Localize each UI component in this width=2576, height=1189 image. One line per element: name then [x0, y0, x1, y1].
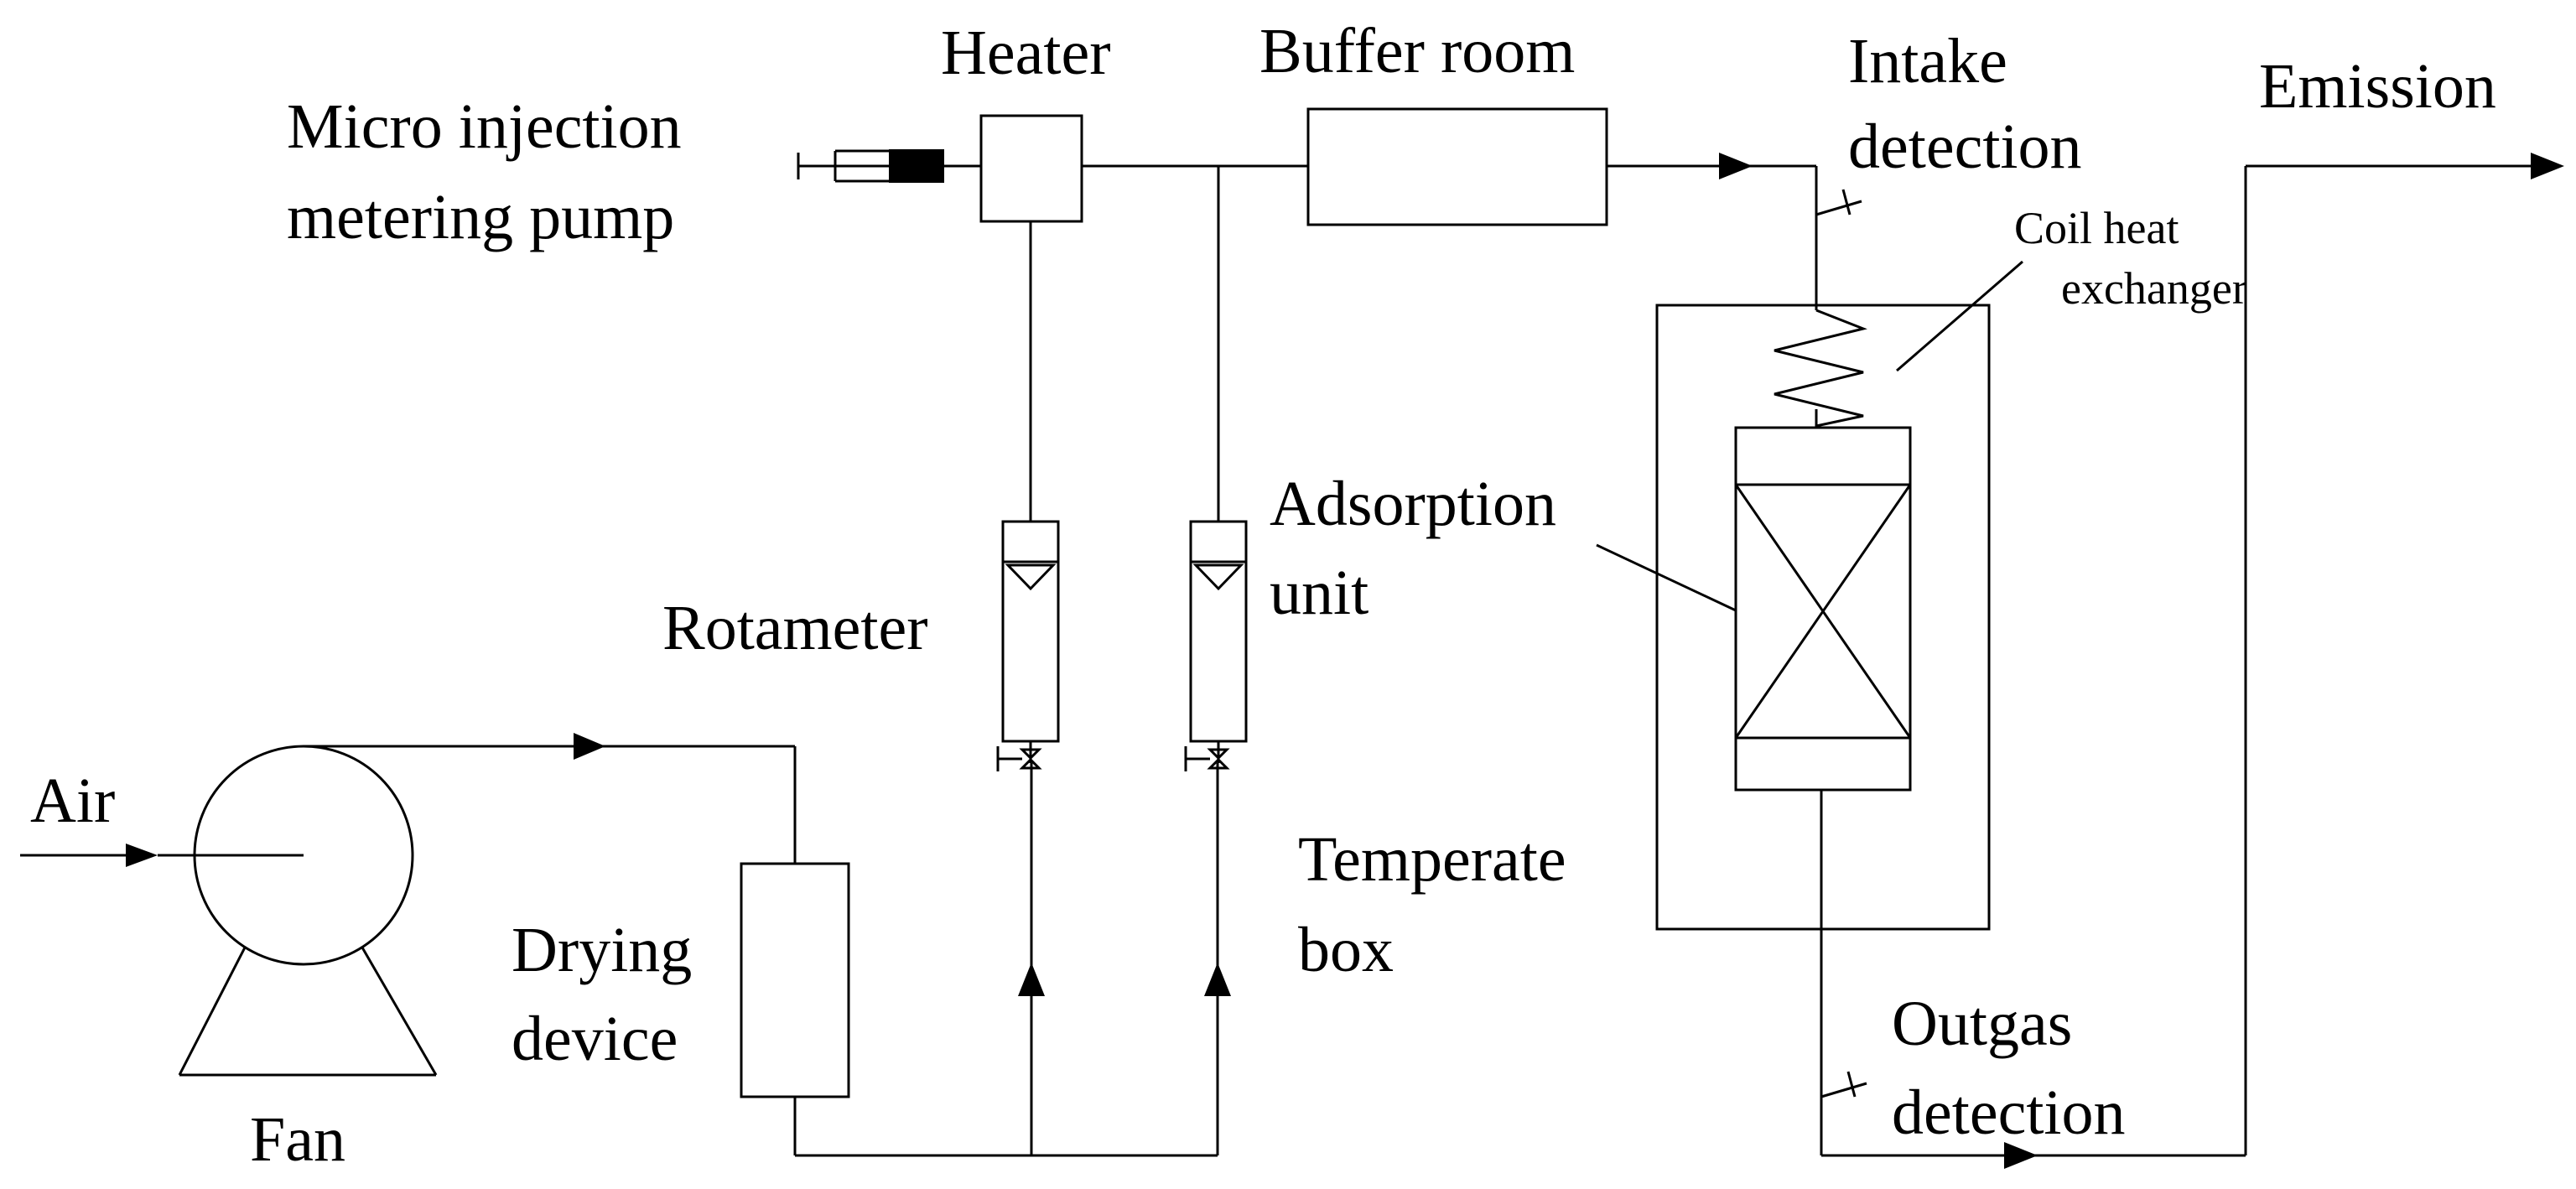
temperate-box [1655, 304, 1991, 931]
micro-injection-pump [797, 149, 981, 183]
rotameter-2 [1184, 520, 1248, 771]
dryer-to-rotameters-pipe [793, 763, 1231, 1157]
pump-label-line2: metering pump [287, 182, 674, 252]
outlet-arrow [2004, 1142, 2038, 1169]
buffer-outlet-arrow [1719, 153, 1753, 179]
emission-label: Emission [2259, 51, 2496, 122]
coil-heat-exchanger-label-line2: exchanger [2061, 263, 2247, 314]
outgas-detection-label-line2: detection [1892, 1077, 2126, 1148]
temperate-box-label-line1: Temperate [1298, 824, 1566, 895]
fan [178, 745, 438, 1077]
intake-detection-label-line1: Intake [1848, 26, 2007, 96]
rotameter-label: Rotameter [662, 593, 928, 663]
buffer-room-label: Buffer room [1259, 16, 1575, 86]
drying-device [740, 862, 850, 1098]
outlet-pipe [1820, 153, 2564, 1169]
air-label: Air [30, 766, 115, 836]
fan-outlet-arrow [574, 733, 605, 760]
fan-to-dryer-pipe [304, 733, 797, 864]
drying-device-label-line2: device [512, 1004, 678, 1074]
adsorption-unit [1734, 426, 1912, 792]
syringe-barrel [889, 149, 944, 183]
fan-label: Fan [250, 1104, 345, 1175]
main-supply-pipe [1082, 153, 1818, 310]
outgas-detection-port [1820, 1071, 1867, 1098]
outgas-detection-label-line1: Outgas [1892, 989, 2072, 1059]
heater-label: Heater [941, 18, 1111, 88]
buffer-room [1306, 107, 1608, 226]
drying-device-label-line1: Drying [512, 915, 692, 985]
adsorption-unit-label-line2: unit [1270, 558, 1368, 628]
coil-heat-exchanger [1774, 309, 1867, 428]
air-inlet-arrow [126, 844, 158, 867]
adsorption-unit-label-line1: Adsorption [1270, 469, 1556, 539]
rotameter1-feed-arrow [1018, 963, 1045, 996]
heater [979, 114, 1083, 223]
pump-label-line1: Micro injection [287, 91, 682, 162]
adsorption-unit-leader [1596, 543, 1737, 612]
intake-detection-port [1815, 189, 1862, 216]
fan-stand-left [178, 947, 247, 1076]
rotameter-1 [996, 520, 1060, 771]
emission-arrow [2531, 153, 2564, 179]
fan-stand-right [361, 947, 438, 1076]
temperate-box-label-line2: box [1298, 915, 1394, 985]
air-inlet [20, 844, 304, 867]
rotameter2-feed-arrow [1204, 963, 1231, 996]
intake-detection-label-line2: detection [1848, 112, 2082, 182]
coil-heat-exchanger-leader [1896, 260, 2023, 372]
coil-heat-exchanger-label-line1: Coil heat [2014, 203, 2179, 253]
